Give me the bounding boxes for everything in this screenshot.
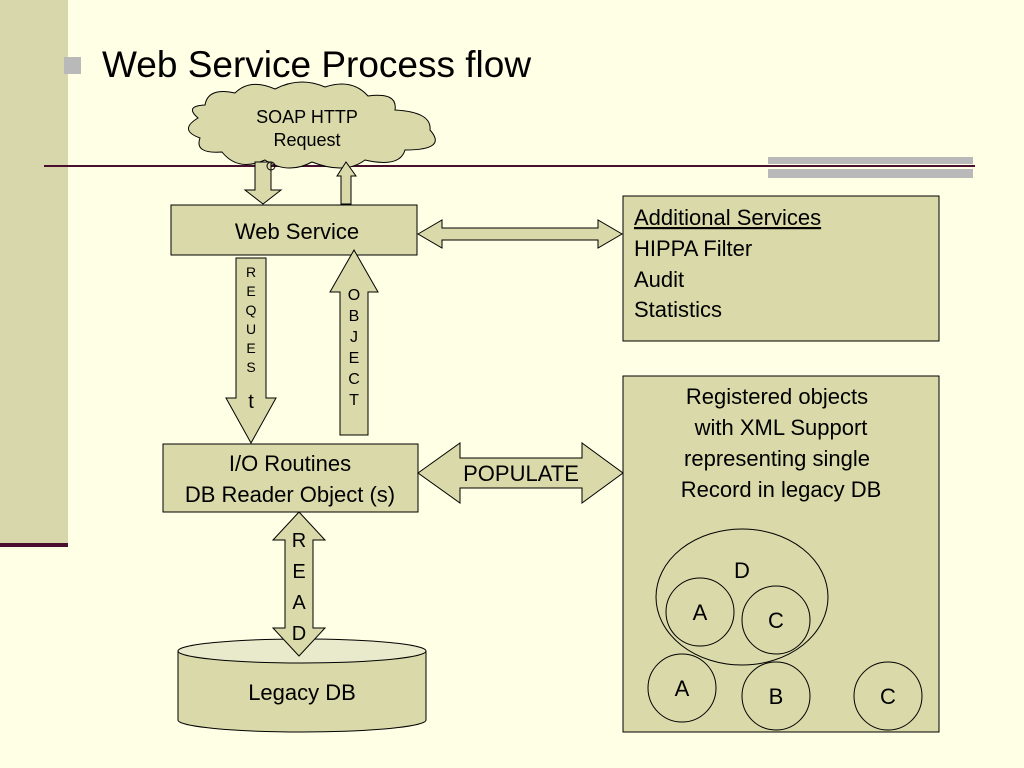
read-arrow-label: R E A D bbox=[292, 530, 307, 645]
read-letter-1: R bbox=[292, 530, 306, 552]
additional-services-heading: Additional Services bbox=[634, 205, 821, 230]
read-double-arrow bbox=[271, 511, 327, 657]
soap-label-line-1: SOAP HTTP bbox=[256, 107, 358, 127]
registered-objects-line-3: representing single bbox=[684, 446, 870, 471]
request-letter-5: E bbox=[246, 340, 255, 356]
object-letter-6: T bbox=[349, 392, 359, 409]
request-letter-3: Q bbox=[246, 302, 257, 318]
page-title: Web Service Process flow bbox=[102, 44, 531, 85]
object-letter-1: O bbox=[348, 287, 360, 304]
bullet-icon bbox=[64, 57, 81, 74]
request-letter-1: R bbox=[246, 264, 256, 280]
rule-accent-top bbox=[768, 157, 973, 164]
web-service-label: Web Service bbox=[235, 219, 359, 244]
sidebar-panel bbox=[0, 0, 68, 545]
soap-request-cloud: SOAP HTTP Request bbox=[188, 81, 436, 169]
populate-label: POPULATE bbox=[463, 461, 579, 486]
legacy-db-label: Legacy DB bbox=[248, 680, 356, 705]
additional-services-box bbox=[622, 195, 940, 342]
service-item-statistics: Statistics bbox=[634, 297, 722, 322]
group-d-label: D bbox=[734, 558, 750, 583]
service-item-audit: Audit bbox=[634, 267, 684, 292]
soap-label-line-2: Request bbox=[273, 130, 340, 150]
object-circle-c bbox=[853, 661, 923, 731]
object-arrow bbox=[329, 248, 379, 436]
sidebar-rule bbox=[0, 543, 68, 547]
request-arrow-label: R E Q U E S t bbox=[246, 264, 257, 413]
cloud-up-arrow bbox=[336, 161, 357, 205]
object-letter-3: J bbox=[350, 329, 358, 346]
object-circle-a bbox=[647, 653, 717, 723]
loose-a-label: A bbox=[675, 676, 690, 701]
object-group-d: D A C bbox=[655, 528, 829, 666]
registered-objects-line-1: Registered objects bbox=[686, 384, 868, 409]
read-letter-2: E bbox=[292, 561, 305, 583]
object-circle-b bbox=[741, 661, 811, 731]
rule-accent-bottom bbox=[768, 169, 973, 178]
object-letter-5: C bbox=[348, 371, 360, 388]
inner-a-label: A bbox=[693, 600, 708, 625]
io-routines-line-1: I/O Routines bbox=[229, 451, 351, 476]
io-routines-box bbox=[162, 443, 419, 513]
connector-point-icon bbox=[266, 161, 276, 171]
object-letter-2: B bbox=[349, 308, 360, 325]
request-letter-6: S bbox=[246, 359, 255, 375]
service-item-hippa: HIPPA Filter bbox=[634, 236, 752, 261]
services-double-arrow bbox=[417, 219, 623, 249]
registered-objects-line-4: Record in legacy DB bbox=[681, 477, 882, 502]
object-arrow-label: O B J E C T bbox=[348, 287, 360, 409]
request-letter-4: U bbox=[246, 321, 256, 337]
registered-objects-line-2: with XML Support bbox=[694, 415, 868, 440]
loose-b-label: B bbox=[769, 684, 784, 709]
request-arrow bbox=[225, 257, 277, 445]
loose-c-label: C bbox=[880, 684, 896, 709]
object-letter-4: E bbox=[349, 350, 360, 367]
web-service-box bbox=[170, 204, 418, 256]
cloud-down-arrow bbox=[243, 161, 283, 205]
io-routines-line-2: DB Reader Object (s) bbox=[185, 482, 395, 507]
read-letter-3: A bbox=[292, 592, 306, 614]
read-letter-4: D bbox=[292, 623, 306, 645]
inner-c-label: C bbox=[768, 608, 784, 633]
request-letter-7: t bbox=[248, 391, 254, 413]
request-letter-2: E bbox=[246, 283, 255, 299]
object-circle-inner-a bbox=[665, 577, 735, 647]
object-circle-inner-c bbox=[741, 585, 811, 655]
